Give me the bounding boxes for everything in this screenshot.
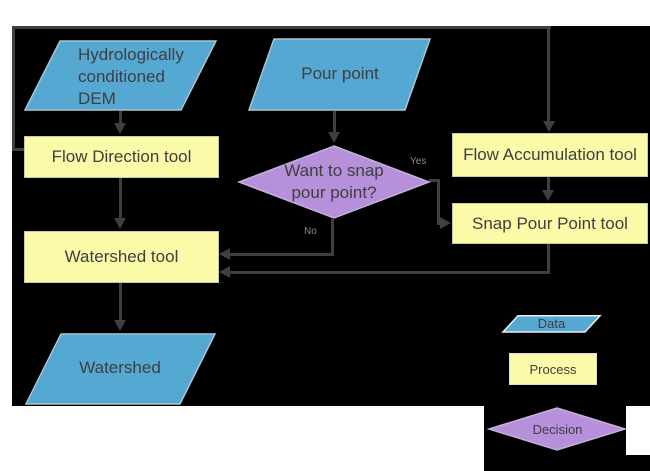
- snap-pour-point-label: Snap Pour Point tool: [472, 213, 628, 233]
- edge-watershedtool-to-watershed: [119, 283, 122, 320]
- edge-decision-no-v: [331, 219, 334, 256]
- edge-dem-to-flowdirection: [119, 111, 122, 123]
- node-flow-direction: Flow Direction tool: [24, 136, 219, 178]
- node-snap-pour-point: Snap Pour Point tool: [452, 203, 648, 244]
- edge-flowdirection-to-flowaccumulation-down-segment: [547, 26, 550, 121]
- edge-decision-yes-v: [437, 179, 440, 225]
- node-decision-shape: [236, 145, 432, 219]
- edge-label-no: No: [304, 226, 317, 237]
- flow-direction-label: Flow Direction tool: [51, 147, 192, 166]
- edge-flowdirection-to-flowaccumulation-top-segment: [12, 26, 551, 29]
- legend-data-icon: [501, 315, 602, 333]
- edge-snappourpoint-to-watershedtool-h: [230, 271, 550, 274]
- arrowhead-into-flow-accumulation: [543, 121, 555, 132]
- node-flow-accumulation: Flow Accumulation tool: [452, 133, 648, 177]
- background-notch: [626, 406, 650, 455]
- arrowhead-into-flow-direction: [114, 123, 126, 134]
- edge-pourpoint-to-decision: [333, 111, 336, 132]
- edge-flowdirection-to-watershedtool: [119, 178, 122, 218]
- edge-decision-yes-h1: [429, 179, 440, 182]
- edge-snappourpoint-to-watershedtool-v: [547, 243, 550, 274]
- arrowhead-into-snap-pour-point: [542, 190, 554, 201]
- arrowhead-into-watershed: [114, 320, 126, 331]
- arrowhead-snap-into-watershed-tool: [219, 266, 230, 278]
- arrowhead-no-into-watershed-tool: [219, 248, 230, 260]
- node-watershed-shape: [24, 333, 217, 405]
- edge-decision-no-h: [230, 253, 333, 256]
- edge-flowaccumulation-to-snappourpoint: [547, 177, 550, 190]
- arrowhead-into-decision: [328, 132, 340, 143]
- arrowhead-into-watershed-tool-top: [114, 218, 126, 229]
- edge-flowdirection-to-flowaccumulation-left-segment: [12, 26, 15, 150]
- edge-flowdirection-to-flowaccumulation-stub: [12, 148, 24, 151]
- node-pour-point-shape: [247, 38, 432, 111]
- edge-label-yes: Yes: [410, 156, 427, 167]
- legend-process-label: Process: [529, 361, 577, 377]
- flow-accumulation-label: Flow Accumulation tool: [463, 145, 637, 164]
- legend-decision-icon: [486, 407, 628, 451]
- node-dem-shape: [23, 40, 218, 111]
- arrowhead-yes-into-snap-pour-point: [440, 217, 451, 229]
- legend-process-item: Process: [509, 353, 597, 385]
- watershed-tool-label: Watershed tool: [64, 247, 179, 266]
- node-watershed-tool: Watershed tool: [24, 231, 219, 283]
